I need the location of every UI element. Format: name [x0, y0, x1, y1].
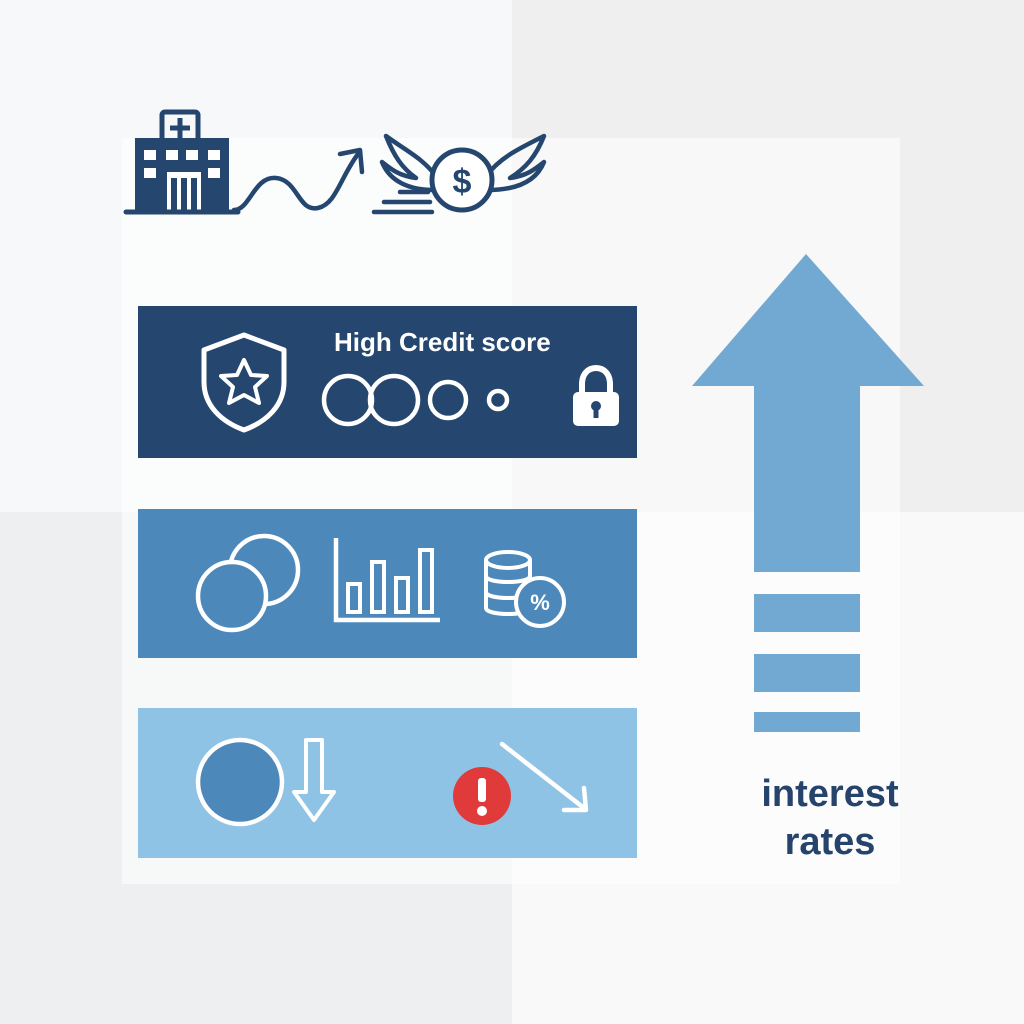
svg-text:$: $ — [453, 163, 472, 201]
high-credit-score-label: High Credit score — [334, 327, 551, 357]
down-arrow-icon — [292, 738, 336, 822]
circle-icon — [195, 737, 285, 827]
lock-icon — [573, 364, 619, 426]
flying-money-icon: $ — [371, 133, 547, 215]
alert-icon — [453, 767, 511, 825]
up-arrow-icon — [692, 254, 924, 732]
overlapping-circles-icon — [195, 533, 301, 633]
interest-label: interest — [761, 773, 899, 815]
rates-label: rates — [784, 821, 876, 863]
circles-row-icon — [321, 373, 510, 427]
coins-percent-icon: % — [484, 550, 566, 628]
bar-chart-icon — [333, 538, 440, 623]
high-credit-band — [138, 306, 637, 458]
svg-text:%: % — [530, 590, 550, 615]
shield-star-icon — [201, 332, 287, 433]
rising-wave-arrow-icon — [232, 147, 365, 213]
falling-arrow-icon — [499, 741, 589, 813]
hospital-icon — [123, 109, 241, 215]
